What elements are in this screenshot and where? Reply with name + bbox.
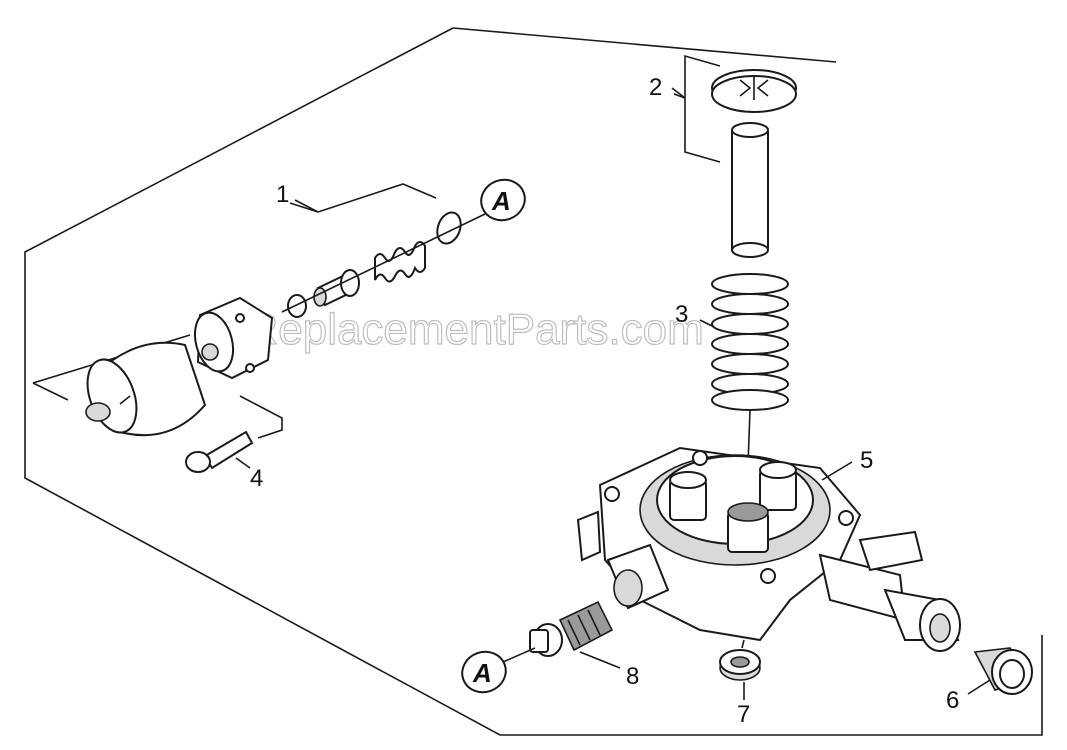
svg-text:A: A [491,186,511,216]
leader-1 [294,199,319,213]
reference-mark-bottom: A [461,650,507,694]
bracket-part-1 [289,183,437,213]
diagram-frame [24,27,1043,736]
callout-8: 8 [626,663,639,690]
o-ring-small [287,294,307,318]
o-ring-large [436,211,462,245]
leader-5 [821,461,853,481]
callout-3: 3 [675,301,688,328]
leader-3 [699,319,713,327]
callout-1: 1 [276,181,289,208]
axis-line-left [281,213,486,313]
leader-ref-bottom [502,647,536,663]
bracket-part-2 [673,54,721,163]
screw-part-4 [185,430,254,473]
valve-spring [374,241,426,283]
valve-block [193,296,274,380]
check-valve-part-8 [529,600,614,657]
leader-2 [671,87,686,99]
threaded-fitting [883,588,961,652]
seal-part-7 [719,649,761,681]
callout-2: 2 [649,74,662,101]
leader-6 [967,679,991,695]
callout-6: 6 [946,687,959,714]
callout-5: 5 [860,447,873,474]
pump-head-part-5 [576,446,924,642]
valve-stem [313,269,360,307]
callout-4: 4 [250,465,263,492]
leader-4 [235,457,251,469]
callout-7: 7 [737,701,750,728]
svg-text:A: A [472,658,492,688]
valve-cap [85,341,207,437]
leader-8 [579,651,621,669]
plug-part-6 [973,647,1033,695]
plunger-pin [731,122,769,258]
reference-mark-top: A [480,178,526,222]
retaining-washer [711,69,797,113]
axis-line-seal [741,639,745,649]
coil-spring-part-3 [711,273,789,411]
